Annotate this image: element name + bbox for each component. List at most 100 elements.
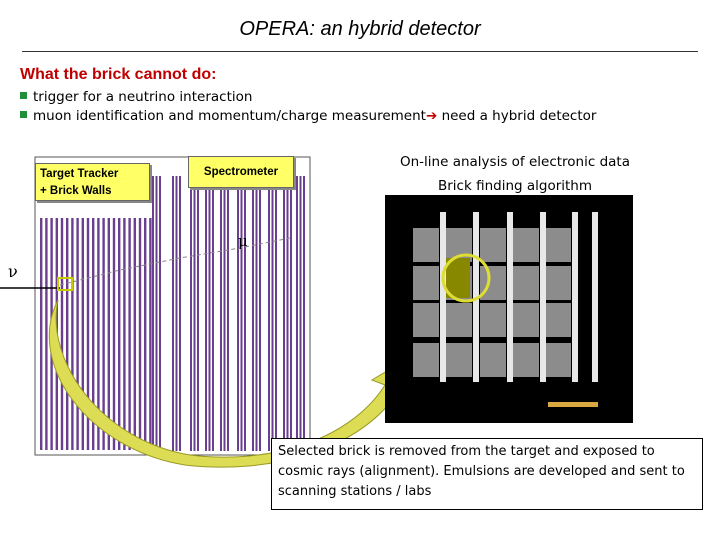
found-brick [446, 258, 470, 298]
spectrometer-plate [155, 176, 158, 451]
bullet-item: muon identification and momentum/charge … [20, 107, 596, 126]
spectrometer-plate [179, 176, 181, 451]
color-scale-bar [548, 402, 598, 407]
tracker-plate [138, 218, 142, 450]
brick-cell [545, 228, 571, 262]
caption-box: Selected brick is removed from the targe… [271, 438, 703, 510]
spectrometer-plate [220, 176, 222, 451]
spectrometer-plate [152, 176, 154, 451]
online-line-1: On-line analysis of electronic data [400, 154, 630, 170]
target-tracker-label-line1: Target Tracker [40, 168, 119, 180]
square-bullet-icon [20, 92, 27, 99]
brick-cell [446, 303, 472, 337]
brick-cell [413, 343, 439, 377]
spectrometer-plate [255, 176, 258, 451]
spectrometer-plate [208, 176, 211, 451]
bullet-list: trigger for a neutrino interaction muon … [20, 88, 596, 126]
tracker-plate [81, 218, 84, 450]
tracker-plate [128, 218, 131, 450]
tracker-plate [97, 218, 100, 450]
brick-cell [480, 228, 506, 262]
brick-cell [413, 228, 439, 262]
spectrometer-plate [283, 176, 285, 451]
spectrometer-plate [240, 176, 243, 451]
brick-cell [545, 303, 571, 337]
brick-grid [413, 228, 571, 377]
spectrometer-plate [303, 176, 305, 451]
tracker-strip [507, 212, 513, 382]
spectrometer-plate [299, 176, 302, 451]
tracker-strip [540, 212, 546, 382]
tracker-plate [76, 218, 79, 450]
bullet-suffix: need a hybrid detector [437, 108, 597, 124]
spectrometer-plate [172, 176, 174, 451]
tracker-strips [440, 212, 598, 382]
brick-cell [446, 343, 472, 377]
target-tracker-label: Target Tracker + Brick Walls [35, 163, 150, 201]
brick-cell [413, 266, 439, 300]
tracker-plate [118, 218, 121, 450]
spectrometer-plate [223, 176, 226, 451]
brick-cell [480, 303, 506, 337]
bullet-text: trigger for a neutrino interaction [33, 89, 253, 105]
spectrometer-plate [237, 176, 239, 451]
bullet-text: muon identification and momentum/charge … [33, 108, 426, 124]
right-arrow-icon: ➔ [425, 108, 438, 124]
tracker-strip [473, 212, 479, 382]
tracker-plate [107, 218, 110, 450]
spectrometer-plate [175, 176, 178, 451]
tracker-plate [71, 218, 74, 450]
spectrometer-plate [212, 176, 214, 451]
tracker-plate [60, 218, 64, 450]
page-title: OPERA: an hybrid detector [239, 18, 481, 40]
target-tracker-label-line2: + Brick Walls [40, 185, 112, 197]
muon-symbol: μ [238, 232, 248, 250]
title-rule [22, 51, 698, 52]
tracker-strip [592, 212, 598, 382]
tracker-plate [40, 218, 43, 450]
tracker-strip [572, 212, 578, 382]
online-line-2: Brick finding algorithm [437, 178, 593, 194]
spectrometer-plate [271, 176, 274, 451]
brick-cell [545, 343, 571, 377]
spectrometer-plate [268, 176, 270, 451]
brick-cell [413, 303, 439, 337]
brick-cell [545, 266, 571, 300]
online-analysis-text: On-line analysis of electronic data Bric… [370, 150, 660, 198]
spectrometer-plate [259, 176, 261, 451]
brick-cell [513, 343, 539, 377]
spectrometer-plate [190, 176, 192, 451]
spectrometer-plate [227, 176, 229, 451]
tracker-plate [112, 218, 116, 450]
spectrometer-plate [286, 176, 289, 451]
tracker-plate [92, 218, 95, 450]
subheading: What the brick cannot do: [20, 66, 217, 83]
tracker-plate [66, 218, 69, 450]
tracker-plate [86, 218, 90, 450]
spectrometer-plate [244, 176, 246, 451]
tracker-strip [440, 212, 446, 382]
spectrometer-label: Spectrometer [188, 156, 294, 188]
tracker-plate [102, 218, 105, 450]
spectrometer-plate [252, 176, 254, 451]
tracker-plate [45, 218, 48, 450]
spectrometer-plate [159, 176, 161, 451]
tracker-plate [123, 218, 126, 450]
tracker-plate [144, 218, 147, 450]
tracker-plate [133, 218, 136, 450]
spectrometer-plate [296, 176, 298, 451]
neutrino-symbol: ν [8, 262, 18, 281]
tracker-plate [149, 218, 152, 450]
brick-cell [513, 303, 539, 337]
spectrometer-plate [197, 176, 199, 451]
brick-cell [480, 343, 506, 377]
brick-cell [513, 228, 539, 262]
spectrometer-plates [152, 176, 305, 451]
spectrometer-plate [193, 176, 196, 451]
selected-brick-marker [57, 277, 73, 291]
bullet-item: trigger for a neutrino interaction [20, 88, 596, 107]
spectrometer-plate [290, 176, 292, 451]
spectrometer-plate [205, 176, 207, 451]
square-bullet-icon [20, 111, 27, 118]
